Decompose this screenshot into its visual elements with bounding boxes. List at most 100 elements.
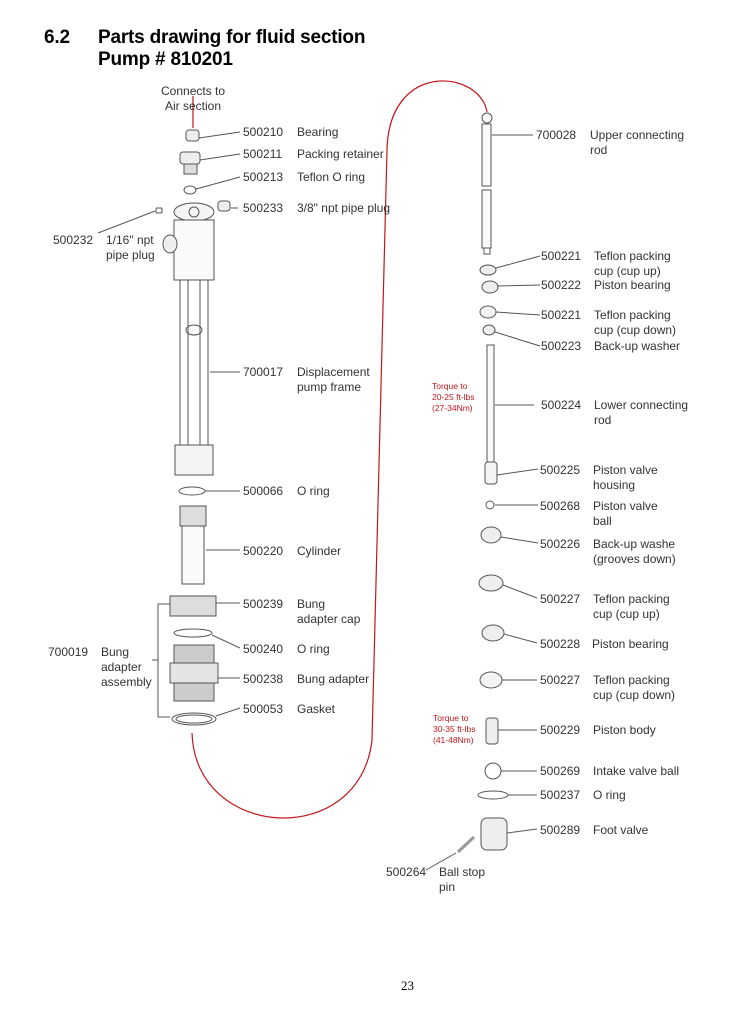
part-number: 500220 <box>243 544 284 558</box>
part-number: 500269 <box>540 764 581 778</box>
part-number: 500066 <box>243 484 284 498</box>
assembly-desc: Bung adapter assembly <box>101 645 152 689</box>
bung-adapter-part <box>173 644 215 664</box>
part-number: 500237 <box>540 788 581 802</box>
part-number: 700017 <box>243 365 284 379</box>
part-desc: Teflon packing cup (cup down) <box>593 673 676 702</box>
part-desc: Piston valve housing <box>593 463 658 492</box>
ball-stop-pin-part <box>456 835 476 854</box>
part-number: 500268 <box>540 499 581 513</box>
part-desc: Bung adapter cap <box>297 597 361 626</box>
back-up-washer-500226-part <box>480 526 502 544</box>
o-ring-500237-part <box>477 790 509 800</box>
part-number: 700028 <box>536 128 577 142</box>
part-desc: Cylinder <box>297 544 342 558</box>
pipe-plug-38-part <box>217 200 231 212</box>
part-desc: Back-up washer <box>594 339 681 353</box>
bung-adapter-cap-part <box>169 595 217 617</box>
section-number: 6.2 <box>44 27 70 48</box>
gasket-part <box>171 712 217 726</box>
teflon-cup-down-part <box>479 305 497 319</box>
part-desc: Piston bearing <box>594 278 671 292</box>
teflon-cup-up-part <box>479 264 497 276</box>
part-number: 500053 <box>243 702 284 716</box>
part-number: 500233 <box>243 201 284 215</box>
part-desc: Bung adapter <box>297 672 370 686</box>
upper-connecting-rod-part <box>481 123 492 187</box>
o-ring-500240-part <box>173 628 213 638</box>
part-desc: Teflon packing cup (cup down) <box>594 308 677 337</box>
part-number: 500289 <box>540 823 581 837</box>
part-number: 500222 <box>541 278 582 292</box>
cylinder-part <box>179 505 207 527</box>
part-number: 500224 <box>541 398 582 412</box>
page-number: 23 <box>401 978 414 993</box>
connects-note: Connects to Air section <box>161 84 226 113</box>
part-number: 500223 <box>541 339 582 353</box>
part-desc: Displacement pump frame <box>297 365 370 394</box>
lower-connecting-rod-part <box>486 344 495 466</box>
part-number: 500264 <box>386 865 427 879</box>
pump-number: Pump # 810201 <box>98 49 233 70</box>
part-number: 500232 <box>53 233 94 247</box>
part-desc: Teflon packing cup (cup up) <box>593 592 670 621</box>
bearing-part <box>185 129 200 142</box>
teflon-cup-down-500227-part <box>479 671 503 689</box>
part-number: 500228 <box>540 637 581 651</box>
part-desc: Bearing <box>297 125 339 139</box>
foot-valve-part <box>480 817 508 851</box>
part-number: 500221 <box>541 249 582 263</box>
torque-note-lower-rod: Torque to 20-25 ft-lbs (27-34Nm) <box>432 381 475 413</box>
part-number: 500239 <box>243 597 284 611</box>
section-title: Parts drawing for fluid section <box>98 27 366 48</box>
intake-valve-ball-part <box>484 762 502 780</box>
part-number: 500229 <box>540 723 581 737</box>
pipe-plug-116-part <box>155 207 163 214</box>
part-number: 500221 <box>541 308 582 322</box>
part-desc: O ring <box>297 484 330 498</box>
part-desc: Intake valve ball <box>593 764 680 778</box>
part-number: 500238 <box>243 672 284 686</box>
part-number: 500240 <box>243 642 284 656</box>
teflon-o-ring-part <box>183 185 197 195</box>
part-number: 500227 <box>540 592 581 606</box>
teflon-cup-up-500227-part <box>478 574 504 592</box>
part-desc: 3/8" npt pipe plug <box>297 201 390 215</box>
piston-body-part <box>485 717 499 745</box>
back-up-washer-part <box>482 324 496 336</box>
displacement-pump-frame-part <box>173 219 215 281</box>
part-desc: Ball stop pin <box>439 865 486 894</box>
part-desc: Piston body <box>593 723 656 737</box>
o-ring-500066-part <box>178 486 206 496</box>
connector-line <box>191 80 488 819</box>
assembly-bracket <box>157 603 170 718</box>
part-desc: Packing retainer <box>297 147 384 161</box>
part-number: 500226 <box>540 537 581 551</box>
upper-rod-ball <box>481 112 493 124</box>
part-number: 500211 <box>243 147 283 161</box>
part-desc: Teflon O ring <box>297 170 366 184</box>
part-desc: Piston valve ball <box>593 499 658 528</box>
piston-bearing-500228-part <box>481 624 505 642</box>
torque-note-piston-body: Torque to 30-35 ft-lbs (41-48Nm) <box>433 713 476 745</box>
part-desc: Gasket <box>297 702 336 716</box>
part-desc: Back-up washe (grooves down) <box>593 537 676 566</box>
part-number: 500227 <box>540 673 581 687</box>
part-desc: Piston bearing <box>592 637 669 651</box>
piston-bearing-500222-part <box>481 280 499 294</box>
assembly-number: 700019 <box>48 645 89 659</box>
part-desc: Upper connecting rod <box>590 128 685 157</box>
part-desc: Lower connecting rod <box>594 398 689 427</box>
part-desc: Foot valve <box>593 823 649 837</box>
part-desc: O ring <box>297 642 330 656</box>
part-number: 500225 <box>540 463 581 477</box>
part-desc: O ring <box>593 788 626 802</box>
part-desc: 1/16" npt pipe plug <box>106 233 155 262</box>
piston-valve-ball-part <box>485 500 495 510</box>
part-number: 500210 <box>243 125 284 139</box>
part-desc: Teflon packing cup (cup up) <box>594 249 671 278</box>
part-number: 500213 <box>243 170 284 184</box>
piston-valve-housing-part <box>484 461 498 485</box>
packing-retainer-part <box>179 151 201 165</box>
